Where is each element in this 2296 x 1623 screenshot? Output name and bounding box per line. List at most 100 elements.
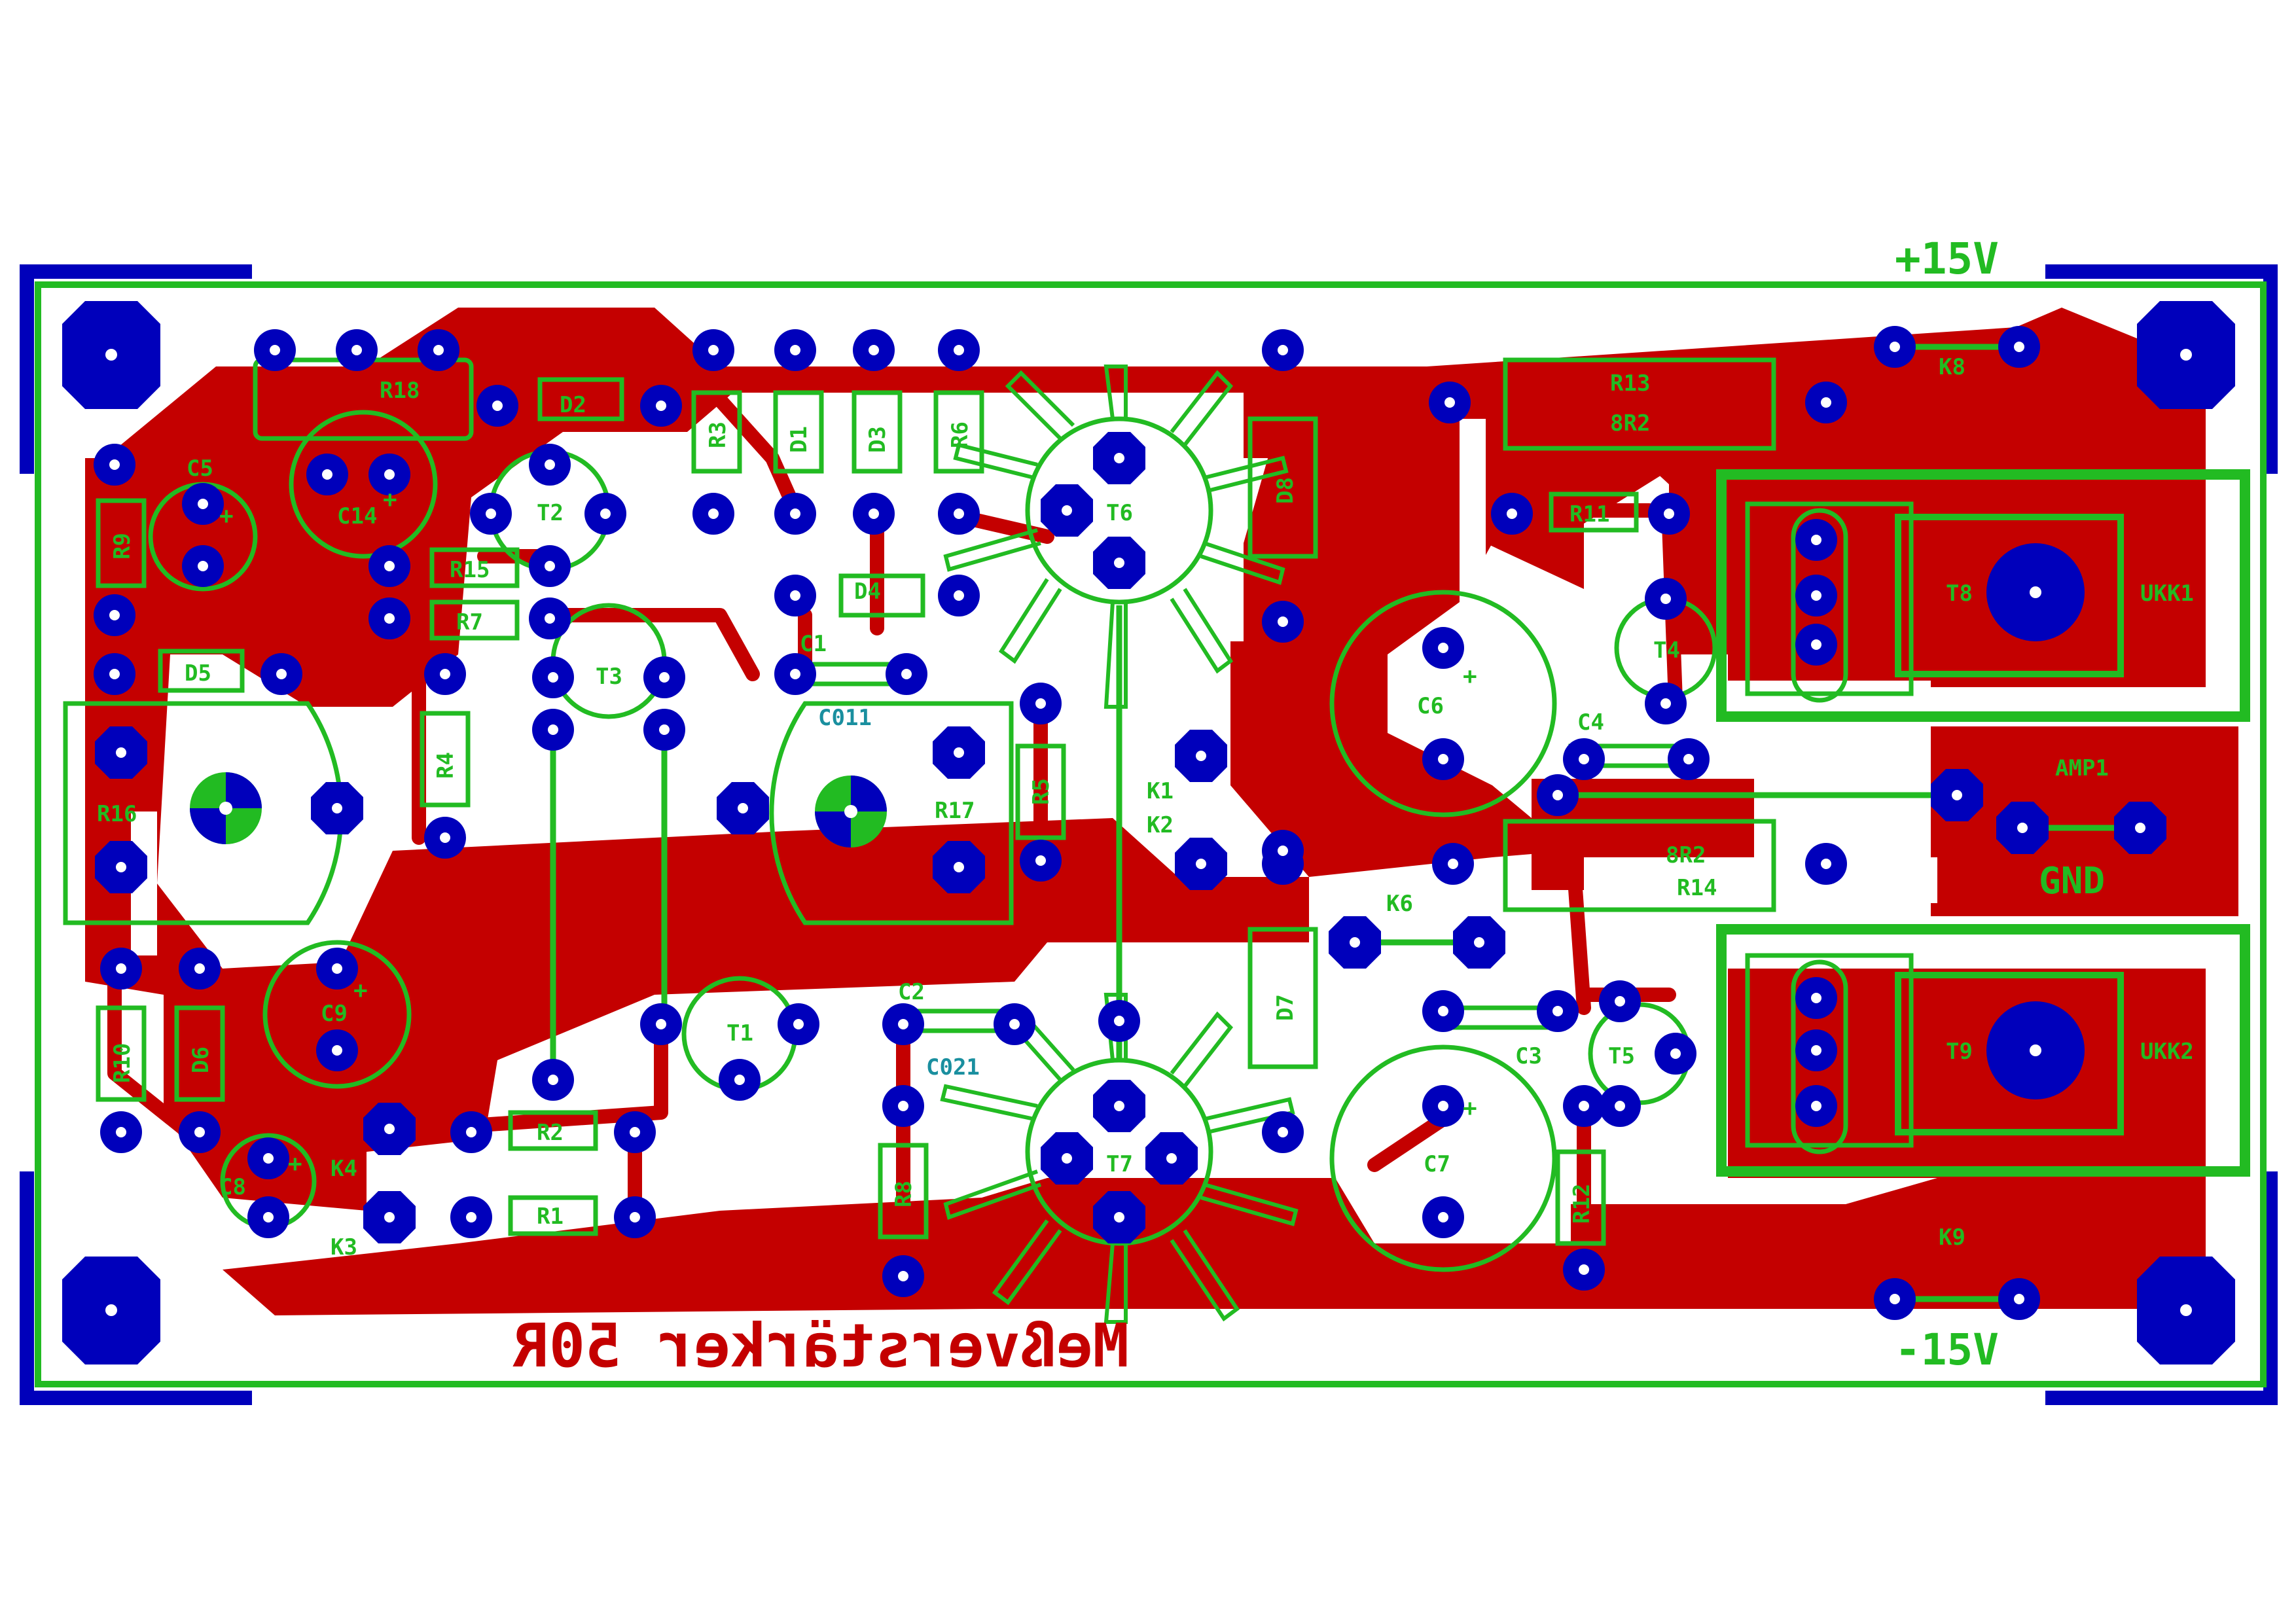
label-C3: C3	[1515, 1043, 1542, 1069]
drill-hole	[1821, 859, 1831, 869]
drill-hole	[2017, 823, 2028, 833]
pads	[94, 326, 2166, 1320]
mounting-holes	[1986, 543, 2085, 1099]
label-R13: R13	[1610, 370, 1650, 397]
label-R11: R11	[1570, 501, 1609, 527]
drill-hole	[492, 401, 503, 411]
drill-hole	[1114, 1101, 1124, 1111]
label-K8: K8	[1939, 354, 1965, 380]
drill-hole	[1811, 590, 1821, 601]
label-R17: R17	[935, 798, 975, 824]
drill-hole	[270, 345, 280, 355]
drill-hole	[1438, 1212, 1448, 1222]
drill-hole	[1438, 643, 1448, 653]
label-K1: K1	[1147, 778, 1174, 804]
label-C8: C8	[219, 1174, 246, 1200]
drill-hole	[1552, 1006, 1563, 1016]
drill-hole	[1009, 1019, 1020, 1029]
drill-hole	[198, 499, 208, 509]
drill-hole	[954, 862, 964, 872]
drill-hole	[1444, 397, 1455, 408]
drill-hole	[1278, 846, 1288, 856]
drill-hole	[332, 1045, 342, 1056]
drill-hole	[1278, 616, 1288, 627]
board-title: Meßverstärker 50R	[512, 1311, 1129, 1381]
drill-hole	[630, 1127, 640, 1137]
drill-hole	[1660, 594, 1671, 604]
drill-hole	[109, 669, 120, 679]
drill-hole	[898, 1101, 908, 1111]
label-C2: C2	[898, 979, 925, 1005]
drill-hole	[1438, 1006, 1448, 1016]
drill-hole	[263, 1153, 274, 1164]
drill-hole	[1660, 698, 1671, 709]
label-D2: D2	[560, 392, 586, 418]
drill-hole	[332, 963, 342, 974]
drill-hole	[1579, 754, 1589, 764]
drill-hole	[1811, 1101, 1821, 1111]
drill-hole	[2135, 823, 2145, 833]
drill-hole	[384, 1124, 395, 1134]
drill-hole	[194, 963, 205, 974]
drill-hole	[954, 508, 964, 519]
label-T5: T5	[1608, 1043, 1635, 1069]
drill-hole	[1664, 508, 1674, 519]
drill-hole	[1438, 1101, 1448, 1111]
label-C4: C4	[1577, 709, 1604, 736]
label-T4: T4	[1653, 637, 1680, 664]
drill-hole	[332, 803, 342, 813]
drill-hole	[1350, 937, 1360, 948]
drill-hole	[2014, 342, 2024, 352]
drill-hole	[466, 1212, 476, 1222]
polarity-marks: + + + + + +	[219, 486, 1477, 1177]
label-K3: K3	[331, 1234, 357, 1260]
label-R9: R9	[109, 533, 135, 560]
drill-hole	[790, 590, 800, 601]
drill-hole	[1474, 937, 1484, 948]
drill-hole	[1890, 342, 1900, 352]
label-D6: D6	[188, 1046, 214, 1073]
drill-hole	[656, 401, 666, 411]
label-UKK2: UKK2	[2140, 1039, 2194, 1065]
drill-hole	[1114, 453, 1124, 463]
label-K6: K6	[1386, 891, 1413, 917]
drill-hole	[109, 610, 120, 620]
drill-hole	[1114, 558, 1124, 568]
label-R8: R8	[891, 1181, 917, 1207]
corner-brackets	[20, 264, 2278, 1405]
trimmer-symbols	[190, 772, 887, 847]
label-C5: C5	[187, 455, 213, 482]
drill-hole	[1278, 1127, 1288, 1137]
drill-hole	[898, 1019, 908, 1029]
drill-hole	[708, 345, 719, 355]
drill-hole	[1166, 1153, 1177, 1164]
supply-plus-label: +15V	[1895, 234, 1999, 284]
label-T3: T3	[596, 664, 622, 690]
label-T1: T1	[726, 1020, 753, 1046]
transistor-heatsink-fins	[940, 365, 1299, 1324]
label-T6: T6	[1106, 500, 1133, 526]
drill-hole	[545, 459, 555, 470]
label-T9: T9	[1946, 1039, 1973, 1065]
drill-hole	[708, 508, 719, 519]
drill-hole	[1035, 855, 1046, 866]
drill-hole	[1821, 397, 1831, 408]
svg-text:+: +	[383, 486, 397, 513]
svg-text:+: +	[353, 977, 368, 1004]
corner-holes	[105, 349, 2192, 1316]
svg-text:+: +	[1463, 663, 1477, 690]
svg-text:+: +	[1463, 1095, 1477, 1122]
drill-hole	[384, 1212, 395, 1222]
label-T2: T2	[537, 500, 564, 526]
drill-hole	[198, 561, 208, 571]
label-K2: K2	[1147, 812, 1174, 838]
drill-hole	[384, 613, 395, 624]
drill-hole	[659, 724, 670, 735]
label-R2: R2	[537, 1120, 564, 1146]
drill-hole	[1811, 993, 1821, 1003]
supply-minus-label: -15V	[1895, 1325, 1999, 1375]
drill-hole	[1278, 345, 1288, 355]
label-D3: D3	[865, 426, 891, 453]
drill-hole	[738, 803, 748, 813]
